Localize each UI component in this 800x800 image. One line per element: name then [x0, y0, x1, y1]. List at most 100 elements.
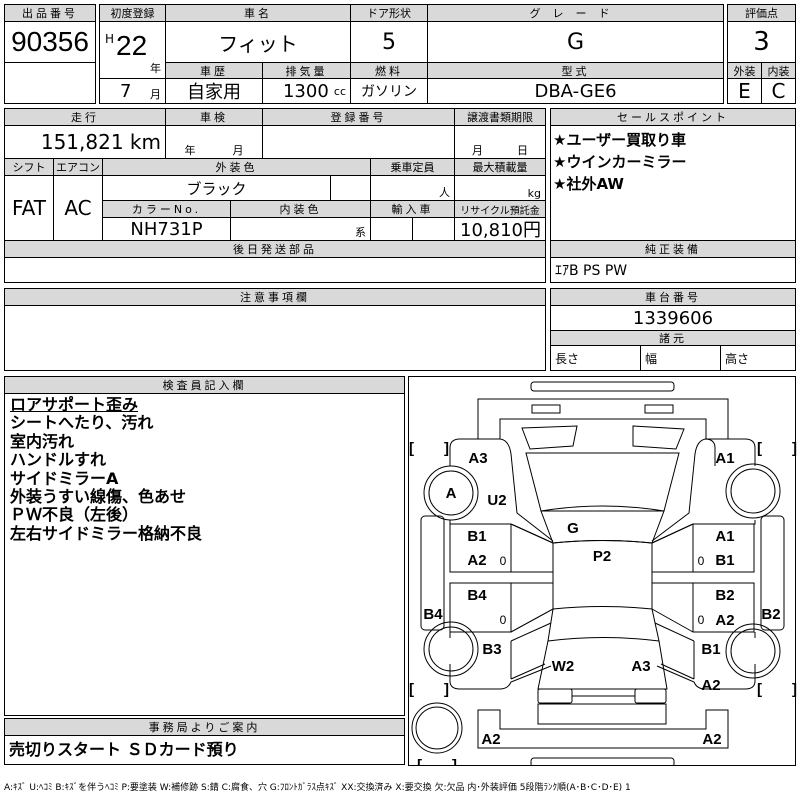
- damage-mark: B4: [423, 606, 443, 623]
- inspector-note: ＰＷ不良（左後）: [10, 505, 139, 525]
- later-parts: [4, 257, 546, 283]
- damage-mark: G: [567, 520, 579, 537]
- chassis-number: 1339606: [550, 305, 796, 331]
- fuel-label: 燃料: [350, 62, 428, 79]
- load-label: 最大積載量: [454, 158, 546, 176]
- right-rocker: [760, 515, 785, 631]
- legend: A:ｷｽﾞ U:ﾍｺﾐ B:ｷｽﾞを伴うﾍｺﾐ P:要塗装 W:補修跡 S:錆 …: [4, 783, 631, 793]
- spec-length: 長さ: [550, 345, 641, 371]
- later-parts-label: 後日発送部品: [4, 240, 546, 258]
- inspection-label: 車検: [165, 108, 263, 126]
- wheel-right-rear: [725, 623, 781, 679]
- spare-wheel: [411, 702, 463, 754]
- first-reg-label: 初度登録: [99, 4, 166, 22]
- month: 7: [120, 81, 132, 102]
- notes-box: [4, 305, 546, 371]
- transfer-date: 月日: [454, 125, 546, 159]
- inspector-note: 左右サイドミラー格納不良: [10, 523, 203, 543]
- cowl: [540, 505, 665, 544]
- damage-mark: 0: [500, 613, 507, 627]
- inspector-note: ロアサポート歪み: [10, 395, 139, 414]
- headlight-left: [531, 404, 561, 414]
- damage-mark: 0: [698, 613, 705, 627]
- inspector-box: [4, 393, 405, 716]
- equipment: ｴｱB PS PW: [550, 257, 796, 283]
- interior-label: 内装: [761, 62, 796, 79]
- damage-mark: A2: [467, 552, 486, 569]
- damage-mark: A2: [481, 731, 500, 748]
- color-no-label: カラーNo.: [102, 200, 231, 218]
- damage-mark: B1: [701, 641, 720, 658]
- recycle-fee: 10,810円: [454, 217, 546, 241]
- import-label: 輸入車: [370, 200, 455, 218]
- inspector-notes: ロアサポート歪み シートへたり、汚れ 室内汚れ ハンドルすれ サイドミラーA 外…: [10, 395, 203, 543]
- right-rear-fender: [654, 622, 756, 690]
- inspection-year-unit: 年: [184, 144, 196, 157]
- wheel-left-rear: [423, 621, 479, 677]
- damage-mark: U2: [487, 492, 506, 509]
- lot-label: 出品番号: [4, 4, 96, 22]
- spec-label: 諸元: [550, 330, 796, 346]
- first-reg-year: H 22 年: [99, 21, 166, 79]
- sales-point: ★社外AW: [553, 175, 624, 193]
- color-label: 外装色: [102, 158, 371, 176]
- taillight-left: [537, 688, 573, 704]
- inspector-note: ハンドルすれ: [10, 450, 107, 470]
- history-label: 車歴: [165, 62, 263, 79]
- bracket: [ ]: [757, 440, 797, 457]
- sales-point: ★ウインカーミラー: [553, 153, 687, 171]
- rear-bumper-strip: [530, 757, 675, 766]
- sales-points-label: セールスポイント: [550, 108, 796, 126]
- inspection-month-unit: 月: [232, 144, 244, 157]
- score-label: 評価点: [727, 4, 796, 22]
- rear-bumper: [477, 709, 729, 749]
- damage-mark: B3: [482, 641, 501, 658]
- car-name: フィット: [165, 21, 351, 63]
- damage-mark: A1: [715, 450, 734, 467]
- int-color-unit: 系: [230, 217, 371, 241]
- month-unit: 月: [150, 88, 161, 101]
- interior-grade: C: [761, 78, 796, 104]
- damage-diagram: [ ] [ ] [ ] [ ] [ ] A3 A U2 G P2 B1 A2 0…: [408, 376, 797, 766]
- damage-mark: B4: [467, 587, 487, 604]
- right-front-fender: [651, 438, 756, 544]
- damage-mark: 0: [698, 554, 705, 568]
- fuel: ガソリン: [350, 78, 428, 104]
- inspector-note: サイドミラーA: [10, 468, 119, 488]
- import-cell-2: [412, 217, 455, 241]
- shift: FAT: [4, 175, 54, 241]
- grade: G: [427, 21, 724, 63]
- damage-mark: 0: [500, 554, 507, 568]
- transfer-label: 譲渡書類期限: [454, 108, 546, 126]
- sales-point: ★ユーザー買取り車: [553, 131, 687, 149]
- lot-number: 90356: [4, 21, 96, 63]
- damage-mark: A3: [631, 658, 650, 675]
- rear-panel: [537, 703, 667, 725]
- damage-mark: A3: [468, 450, 487, 467]
- notes-label: 注意事項欄: [4, 288, 546, 306]
- office-note: 売切りスタート ＳＤカード預り: [4, 735, 405, 765]
- reg-no: [262, 125, 455, 159]
- transfer-day-unit: 日: [517, 144, 528, 157]
- shift-label: シフト: [4, 158, 54, 176]
- lot-blank: [4, 62, 96, 104]
- bracket: [ ]: [417, 757, 457, 766]
- mileage-label: 走行: [4, 108, 166, 126]
- hood-vents: [521, 425, 685, 450]
- exterior-label: 外装: [727, 62, 762, 79]
- wheel-left-front: [423, 465, 479, 521]
- damage-mark: W2: [552, 658, 575, 675]
- ac-label: エアコン: [53, 158, 103, 176]
- displacement-unit: cc: [333, 84, 346, 98]
- car-name-label: 車名: [165, 4, 351, 22]
- displacement-label: 排気量: [262, 62, 351, 79]
- model-label: 型式: [427, 62, 724, 79]
- equipment-label: 純正装備: [550, 240, 796, 258]
- damage-mark: B1: [467, 528, 486, 545]
- displacement: 1300: [282, 80, 329, 102]
- front-bumper-strip: [530, 381, 675, 392]
- int-color-label: 内装色: [230, 200, 371, 218]
- inspector-note: 室内汚れ: [10, 431, 75, 451]
- grade-label: グレード: [427, 4, 724, 22]
- bracket: [ ]: [757, 681, 797, 698]
